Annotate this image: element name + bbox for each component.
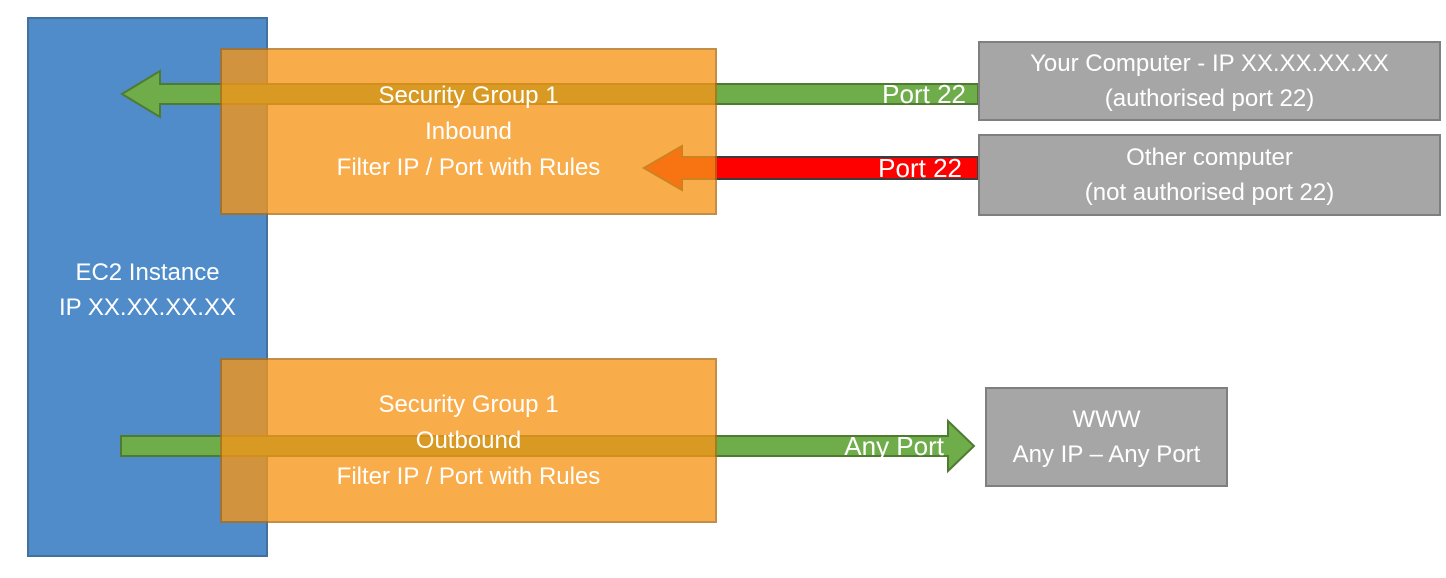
security-group-inbound-box xyxy=(220,48,717,215)
your-computer-subtitle: (authorised port 22) xyxy=(1104,85,1315,112)
www-box: WWW Any IP – Any Port xyxy=(985,387,1228,487)
other-computer-box: Other computer (not authorised port 22) xyxy=(978,134,1441,216)
www-subtitle: Any IP – Any Port xyxy=(1012,441,1201,468)
ec2-instance-ip: IP XX.XX.XX.XX xyxy=(59,294,236,321)
your-computer-title: Your Computer - IP XX.XX.XX.XX xyxy=(1030,50,1389,77)
security-group-outbound-box xyxy=(220,358,717,523)
your-computer-box: Your Computer - IP XX.XX.XX.XX (authoris… xyxy=(978,41,1441,121)
ec2-instance-name: EC2 Instance xyxy=(75,259,220,286)
www-title: WWW xyxy=(1072,406,1141,433)
ec2-instance-label: EC2 Instance IP XX.XX.XX.XX xyxy=(29,19,266,325)
other-computer-subtitle: (not authorised port 22) xyxy=(1084,179,1335,206)
other-computer-title: Other computer xyxy=(1126,144,1293,171)
